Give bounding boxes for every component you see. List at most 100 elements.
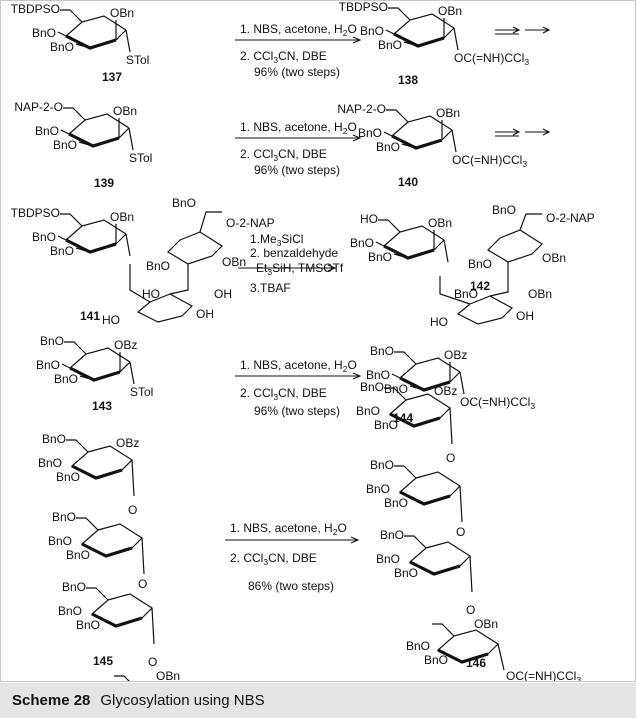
- bond: [199, 211, 222, 233]
- c4-bond: [57, 31, 67, 37]
- c2-label: OBz: [114, 338, 137, 352]
- ring-bond: [393, 13, 455, 35]
- atom-label: BnO: [56, 470, 80, 484]
- compound-138: [385, 7, 459, 51]
- arrow-head: [512, 128, 521, 136]
- atom-label: BnO: [380, 528, 404, 542]
- c3-bond: [403, 41, 419, 47]
- c6-bond: [384, 387, 407, 401]
- atom-label: OH: [214, 287, 232, 301]
- compound-141-ring-b: [167, 211, 223, 265]
- c6-bond: [60, 213, 83, 227]
- atom-label: O: [148, 655, 157, 669]
- atom-label: HO: [102, 313, 120, 327]
- atom-label: BnO: [58, 604, 82, 618]
- compound-139: [60, 107, 134, 151]
- atom-label: BnO: [66, 548, 90, 562]
- c3-label: BnO: [368, 250, 392, 264]
- caption-text: Glycosylation using NBS: [100, 692, 265, 709]
- ring-bond: [391, 115, 453, 137]
- atom-label: BnO: [48, 534, 72, 548]
- ring-bond-front: [399, 490, 451, 506]
- c4-bond: [375, 241, 385, 247]
- atom-label: OBn: [222, 255, 246, 269]
- ring-bond: [65, 219, 127, 241]
- compound-number: 146: [466, 656, 486, 670]
- c6-bond: [404, 535, 427, 549]
- atom-label: BnO: [76, 618, 100, 632]
- arrow-head: [352, 372, 362, 380]
- c6-label: HO: [360, 212, 378, 226]
- glycosidic-bond: [169, 264, 189, 295]
- reaction-condition: 3.TBAF: [250, 281, 291, 295]
- ring-bond-front: [91, 612, 143, 628]
- atom-label: BnO: [52, 510, 76, 524]
- atom-label: BnO: [424, 653, 448, 667]
- c3-label: BnO: [54, 372, 78, 386]
- c3-bond: [409, 385, 425, 391]
- compound-142-ring-a: [375, 219, 449, 263]
- atom-label: BnO: [360, 380, 384, 394]
- atom-label: OBz: [434, 384, 457, 398]
- ring-bond: [65, 15, 127, 37]
- anomeric-bond: [453, 27, 459, 51]
- atom-label: BnO: [384, 496, 408, 510]
- compound-137: [57, 9, 131, 53]
- ring-bond: [443, 27, 455, 39]
- atom-label: O-2-NAP: [546, 211, 595, 225]
- reaction-condition: 2. benzaldehyde: [250, 246, 338, 260]
- c6-label: BnO: [370, 344, 394, 358]
- c3-label: BnO: [384, 382, 408, 396]
- atom-label: OH: [196, 307, 214, 321]
- c4-label: BnO: [32, 26, 56, 40]
- reaction-yield: 96% (two steps): [254, 65, 340, 79]
- anomeric-bond: [129, 361, 135, 385]
- glycosidic-bond: [129, 264, 151, 303]
- c4-label: BnO: [35, 124, 59, 138]
- compound-140: [383, 109, 457, 153]
- reaction-condition: 1. NBS, acetone, H2O: [240, 358, 357, 374]
- atom-label: OBn: [542, 251, 566, 265]
- arrow-head: [350, 536, 360, 544]
- c2-label: OBn: [428, 216, 452, 230]
- ring-bond-front: [389, 412, 441, 428]
- c4-bond: [61, 363, 71, 369]
- anomeric-bond: [125, 233, 131, 257]
- multistep-arrow: [495, 26, 551, 35]
- atom-label: OBz: [116, 436, 139, 450]
- atom-label: OBn: [156, 669, 180, 682]
- c6-bond: [60, 9, 83, 23]
- c6-bond: [66, 439, 89, 453]
- atom-label: HO: [142, 287, 160, 301]
- reaction-condition: 1. NBS, acetone, H2O: [230, 521, 347, 537]
- c2-label: OBn: [113, 104, 137, 118]
- c3-label: BnO: [376, 140, 400, 154]
- ring-bond-front: [437, 648, 489, 664]
- reaction-arrow: [235, 372, 362, 380]
- ring-bond: [115, 29, 127, 41]
- glycosidic-bond: [449, 407, 453, 445]
- reaction-condition: 1. NBS, acetone, H2O: [240, 22, 357, 38]
- ring-bond: [433, 239, 445, 251]
- atom-label: BnO: [172, 196, 196, 210]
- c3-bond: [78, 141, 94, 147]
- c3-label: BnO: [53, 138, 77, 152]
- compound-number: 143: [92, 399, 112, 413]
- atom-label: BnO: [374, 418, 398, 432]
- glycosidic-bond: [459, 485, 463, 523]
- c6-bond: [76, 517, 99, 531]
- arrow-head: [542, 26, 551, 34]
- compound-number: 145: [93, 654, 113, 668]
- c4-bond: [391, 373, 401, 379]
- atom-label: O: [128, 503, 137, 517]
- reaction-condition: 1.Me3SiCl: [250, 232, 303, 248]
- c6-label: TBDPSO: [11, 206, 60, 220]
- anomeric-label: OC(=NH)CCl3: [460, 395, 535, 411]
- ring-bond: [383, 225, 445, 247]
- c6-label: TBDPSO: [339, 0, 388, 14]
- c3-bond: [75, 43, 91, 49]
- atom-label: BnO: [38, 456, 62, 470]
- c2-label: OBn: [438, 4, 462, 18]
- c4-label: BnO: [36, 358, 60, 372]
- c6-bond: [432, 623, 455, 637]
